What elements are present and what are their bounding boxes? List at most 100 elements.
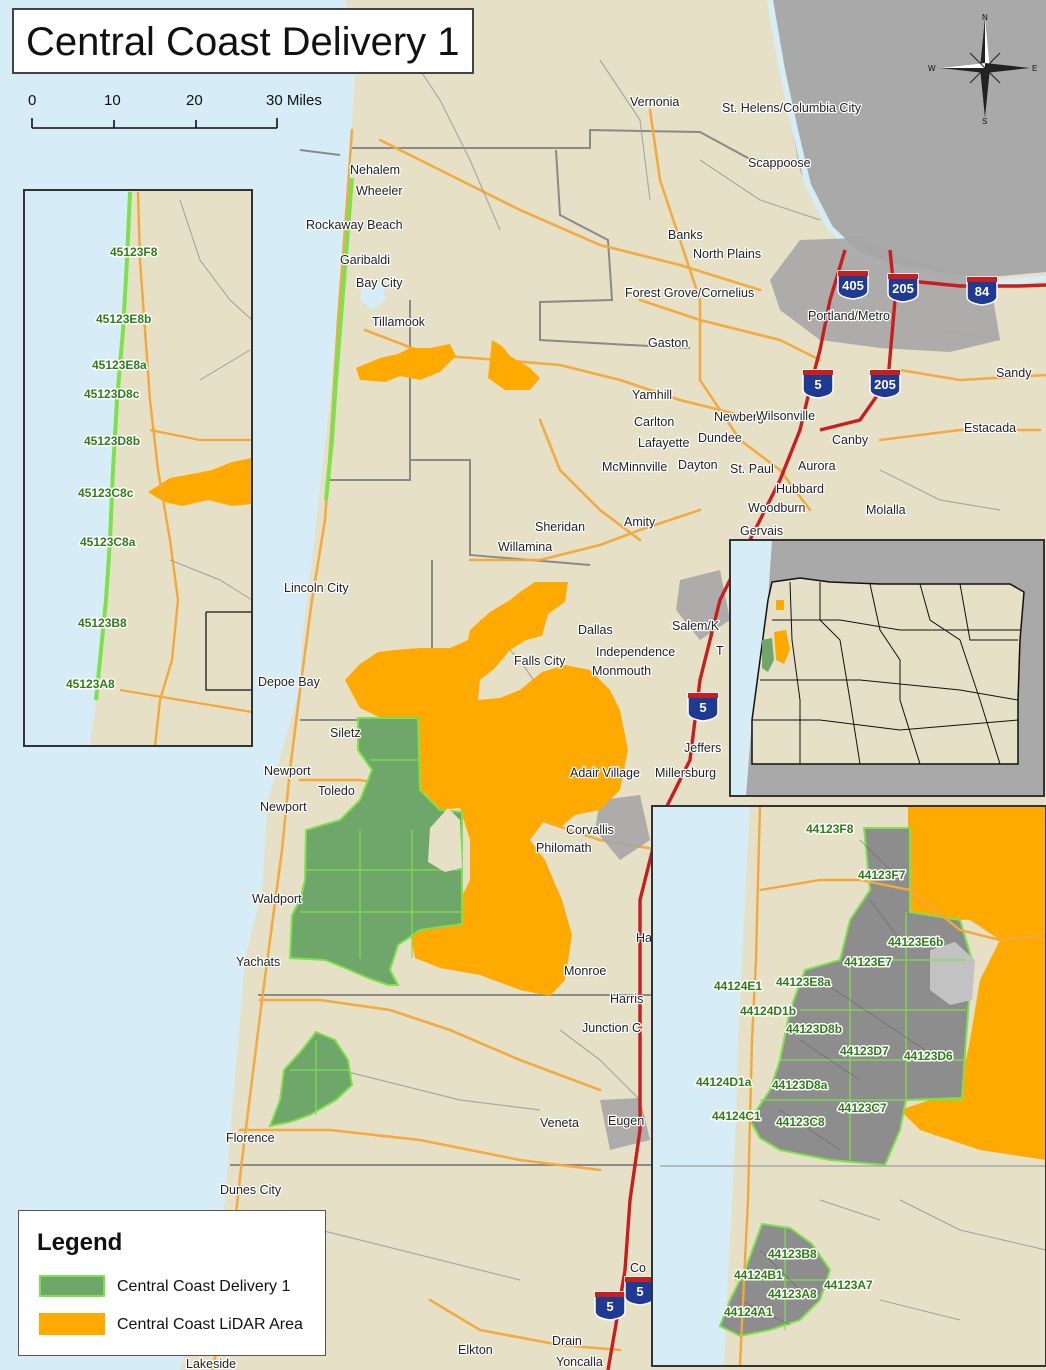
place-label: Willamina [498, 540, 552, 554]
quad-label: 44124B1 [734, 1268, 783, 1282]
interstate-shield-number: 84 [975, 284, 990, 299]
place-label: Newport [264, 764, 311, 778]
place-label: Lakeside [186, 1357, 236, 1370]
place-label: Yamhill [632, 388, 672, 402]
interstate-shield-number: 205 [892, 281, 914, 296]
interstate-shield-icon: 5 [624, 1276, 656, 1306]
quad-label: 44123C7 [838, 1101, 887, 1115]
urban-areas [595, 238, 1000, 1150]
quad-label: 44123D6 [904, 1049, 953, 1063]
place-label: Veneta [540, 1116, 579, 1130]
quad-label: 44123D8b [786, 1022, 842, 1036]
place-label: Co [630, 1261, 646, 1275]
quad-label: 45123C8c [78, 486, 134, 500]
place-label: Sandy [996, 366, 1032, 380]
place-label: Woodburn [748, 501, 805, 515]
place-label: Molalla [866, 503, 906, 517]
quad-label: 44123E8a [776, 975, 831, 989]
legend-title: Legend [37, 1229, 123, 1256]
compass-e-label: E [1032, 64, 1037, 73]
place-label: Ha [636, 931, 652, 945]
legend-swatch-delivery [39, 1275, 105, 1297]
lidar-area [345, 340, 628, 996]
interstate-shield-icon: 5 [687, 692, 719, 722]
quad-label: 44123E7 [844, 955, 892, 969]
quad-label: 45123E8b [96, 312, 151, 326]
legend-label-lidar: Central Coast LiDAR Area [117, 1316, 303, 1333]
scale-label-0: 0 [28, 92, 37, 109]
place-label: Philomath [536, 841, 592, 855]
quad-label: 44124C1 [712, 1109, 761, 1123]
place-label: St. Paul [730, 462, 774, 476]
interstate-shield-icon: 205 [887, 273, 919, 303]
place-label: Tillamook [372, 315, 426, 329]
quad-label: 44124D1a [696, 1075, 752, 1089]
place-label: Bay City [356, 276, 403, 290]
place-label: Toledo [318, 784, 355, 798]
place-label: Falls City [514, 654, 566, 668]
quad-label: 45123E8a [92, 358, 147, 372]
inset-south [651, 805, 1046, 1367]
place-label: Rockaway Beach [306, 218, 403, 232]
quad-label: 44123A7 [824, 1278, 873, 1292]
quad-label: 44124E1 [714, 979, 762, 993]
interstate-shield-icon: 205 [869, 369, 901, 399]
place-label: Harris [610, 992, 643, 1006]
interstate-shield-number: 405 [842, 278, 864, 293]
place-label: Newport [260, 800, 307, 814]
place-label: Portland/Metro [808, 309, 890, 323]
interstate-shield-icon: 405 [837, 270, 869, 300]
place-label: Scappoose [748, 156, 811, 170]
scale-label-10: 10 [104, 92, 121, 109]
delivery-hole [428, 808, 462, 872]
quad-label: 44123B8 [768, 1247, 817, 1261]
scale-bar: 0 10 20 30 Miles [22, 92, 352, 142]
place-label: Banks [668, 228, 703, 242]
scale-bar-graphic [31, 118, 278, 129]
interstate-shield-number: 5 [699, 700, 706, 715]
interstate-shield-icon: 5 [594, 1291, 626, 1321]
legend: Legend Central Coast Delivery 1 Central … [18, 1210, 326, 1356]
quad-label: 45123D8c [84, 387, 140, 401]
place-label: Estacada [964, 421, 1016, 435]
place-label: Canby [832, 433, 869, 447]
place-label: Salem/K [672, 619, 720, 633]
map-title-box: Central Coast Delivery 1 [12, 8, 474, 74]
quad-label: 45123C8a [80, 535, 136, 549]
place-label: Adair Village [570, 766, 640, 780]
quad-label: 44124A1 [724, 1305, 773, 1319]
place-label: Yoncalla [556, 1355, 603, 1369]
quad-label: 44123F7 [858, 868, 906, 882]
north-arrow-icon: N S E W [928, 13, 1037, 126]
inset-locator [729, 539, 1045, 797]
interstate-shield-icon: 84 [966, 276, 998, 306]
map-title: Central Coast Delivery 1 [26, 20, 460, 64]
quad-label: 44123D7 [840, 1044, 889, 1058]
legend-swatch-lidar [39, 1313, 105, 1335]
place-label: Corvallis [566, 823, 614, 837]
place-label: Newberg [714, 410, 764, 424]
place-label: Junction C [582, 1021, 641, 1035]
place-label: Monroe [564, 964, 606, 978]
place-label: Lafayette [638, 436, 689, 450]
quad-label: 44123F8 [806, 822, 854, 836]
place-label: Florence [226, 1131, 275, 1145]
place-label: Eugen [608, 1114, 644, 1128]
quad-label: 44123A8 [768, 1287, 817, 1301]
place-label: Amity [624, 515, 656, 529]
lidar-north-1 [356, 344, 456, 382]
place-label: Forest Grove/Cornelius [625, 286, 754, 300]
place-label: Carlton [634, 415, 674, 429]
quad-label: 44124D1b [740, 1004, 796, 1018]
place-label: Drain [552, 1334, 582, 1348]
quad-label: 45123D8b [84, 434, 140, 448]
legend-label-delivery: Central Coast Delivery 1 [117, 1278, 291, 1295]
quad-label: 45123B8 [78, 616, 127, 630]
place-label: Dundee [698, 431, 742, 445]
place-label: Depoe Bay [258, 675, 321, 689]
quad-label: 44123C8 [776, 1115, 825, 1129]
place-label: Dunes City [220, 1183, 282, 1197]
